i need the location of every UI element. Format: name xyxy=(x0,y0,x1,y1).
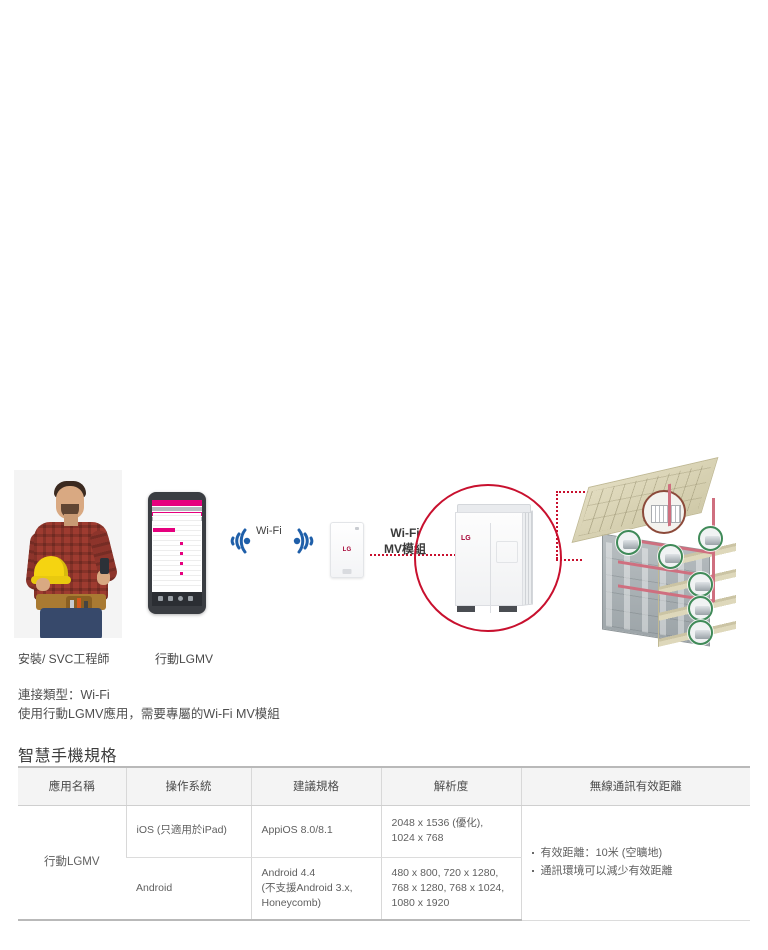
resolution-ios-line-1: 2048 x 1536 (優化), xyxy=(391,816,484,829)
indoor-unit-4 xyxy=(688,572,713,597)
cell-spec-android: Android 4.4 (不支援Android 3.x, Honeycomb) xyxy=(250,857,381,922)
red-highlight-circle xyxy=(414,484,562,632)
caption-technician: 安裝/ SVC工程師 xyxy=(18,652,110,666)
connection-description: 連接類型：Wi-Fi 使用行動LGMV應用，需要專屬的Wi-Fi MV模組 xyxy=(18,686,280,725)
coil-icon xyxy=(651,505,681,523)
lg-logo-module: LG xyxy=(342,547,352,553)
resolution-ios-line-2: 1024 x 768 xyxy=(391,832,444,844)
col-header-app-name: 應用名稱 xyxy=(18,766,126,806)
pipe-roof-drop xyxy=(668,483,671,527)
cell-wireless-distance: 有效距離：10米 (空曠地) 通訊環境可以減少有效距離 xyxy=(520,805,750,921)
spec-android-line-1: Android 4.4 xyxy=(261,866,316,879)
cell-resolution-ios: 2048 x 1536 (優化), 1024 x 768 xyxy=(380,805,521,858)
distance-bullet-2: 通訊環境可以減少有效距離 xyxy=(531,863,741,881)
distance-bullet-1: 有效距離：10米 (空曠地) xyxy=(531,845,741,863)
desc-line-connection-type: 連接類型：Wi-Fi xyxy=(18,688,110,702)
distance-bullet-list: 有效距離：10米 (空曠地) 通訊環境可以減少有效距離 xyxy=(531,845,741,881)
desc-line-requirement: 使用行動LGMV應用，需要專屬的Wi-Fi MV模組 xyxy=(18,707,280,722)
building-cutaway-diagram xyxy=(571,457,758,648)
phone-screen xyxy=(152,500,202,606)
resolution-android-line-3: 1080 x 1920 xyxy=(391,896,450,909)
col-header-spec: 建議規格 xyxy=(250,766,381,806)
table-row: 行動LGMV iOS (只適用於iPad) AppiOS 8.0/8.1 204… xyxy=(18,805,750,922)
spec-android-line-3: Honeycomb) xyxy=(261,896,322,909)
section-title-smartphone-spec: 智慧手機規格 xyxy=(18,748,118,765)
indoor-unit-3 xyxy=(698,526,723,551)
col-header-os: 操作系統 xyxy=(125,766,251,806)
dotted-connector-odu-building-bottom xyxy=(556,559,582,561)
module-led-icon xyxy=(355,527,359,530)
indoor-unit-6 xyxy=(688,620,713,645)
outdoor-unit: LG xyxy=(455,504,533,613)
dotted-connector-odu-building-top xyxy=(556,491,608,493)
spec-table-wrapper: 應用名稱 操作系統 建議規格 解析度 無線通訊有效距離 行動LGMV iOS (… xyxy=(18,766,750,922)
cell-app-name: 行動LGMV xyxy=(18,805,126,922)
col-header-resolution: 解析度 xyxy=(380,766,521,806)
smartphone-spec-table: 應用名稱 操作系統 建議規格 解析度 無線通訊有效距離 行動LGMV iOS (… xyxy=(18,766,750,922)
cell-os-ios: iOS (只適用於iPad) xyxy=(125,805,251,858)
cell-spec-ios: AppiOS 8.0/8.1 xyxy=(250,805,381,858)
resolution-android-line-1: 480 x 800, 720 x 1280, xyxy=(391,866,499,879)
cell-os-android: Android xyxy=(126,857,251,922)
technician-phone xyxy=(100,558,109,574)
module-port-icon xyxy=(342,569,352,574)
wifi-signal-icon-left xyxy=(214,526,252,561)
technician-photo xyxy=(14,470,122,638)
table-header-row: 應用名稱 操作系統 建議規格 解析度 無線通訊有效距離 xyxy=(18,766,750,806)
cell-resolution-android: 480 x 800, 720 x 1280, 768 x 1280, 768 x… xyxy=(380,857,521,922)
wifi-signal-icon-right xyxy=(292,526,330,561)
col-header-distance: 無線通訊有效距離 xyxy=(520,766,750,806)
roof-unit-highlight-circle xyxy=(642,490,686,534)
resolution-android-line-2: 768 x 1280, 768 x 1024, xyxy=(391,881,505,894)
spec-android-line-2: (不支援Android 3.x, xyxy=(261,881,353,894)
table-row: Android Android 4.4 (不支援Android 3.x, Hon… xyxy=(18,857,750,922)
mv-label-line1: Wi-Fi xyxy=(390,526,420,540)
indoor-unit-2 xyxy=(658,544,683,569)
wifi-label: Wi-Fi xyxy=(256,525,282,537)
caption-mobile-lgmv: 行動LGMV xyxy=(155,652,214,666)
smartphone-lgmv xyxy=(148,492,206,614)
wifi-mv-module-device: LG xyxy=(330,522,364,578)
dotted-connector-vertical xyxy=(556,491,558,559)
indoor-unit-5 xyxy=(688,596,713,621)
lg-logo-odu: LG xyxy=(461,535,471,542)
system-diagram: Wi-Fi LG Wi-Fi MV模組 xyxy=(0,457,768,648)
indoor-unit-1 xyxy=(616,530,641,555)
